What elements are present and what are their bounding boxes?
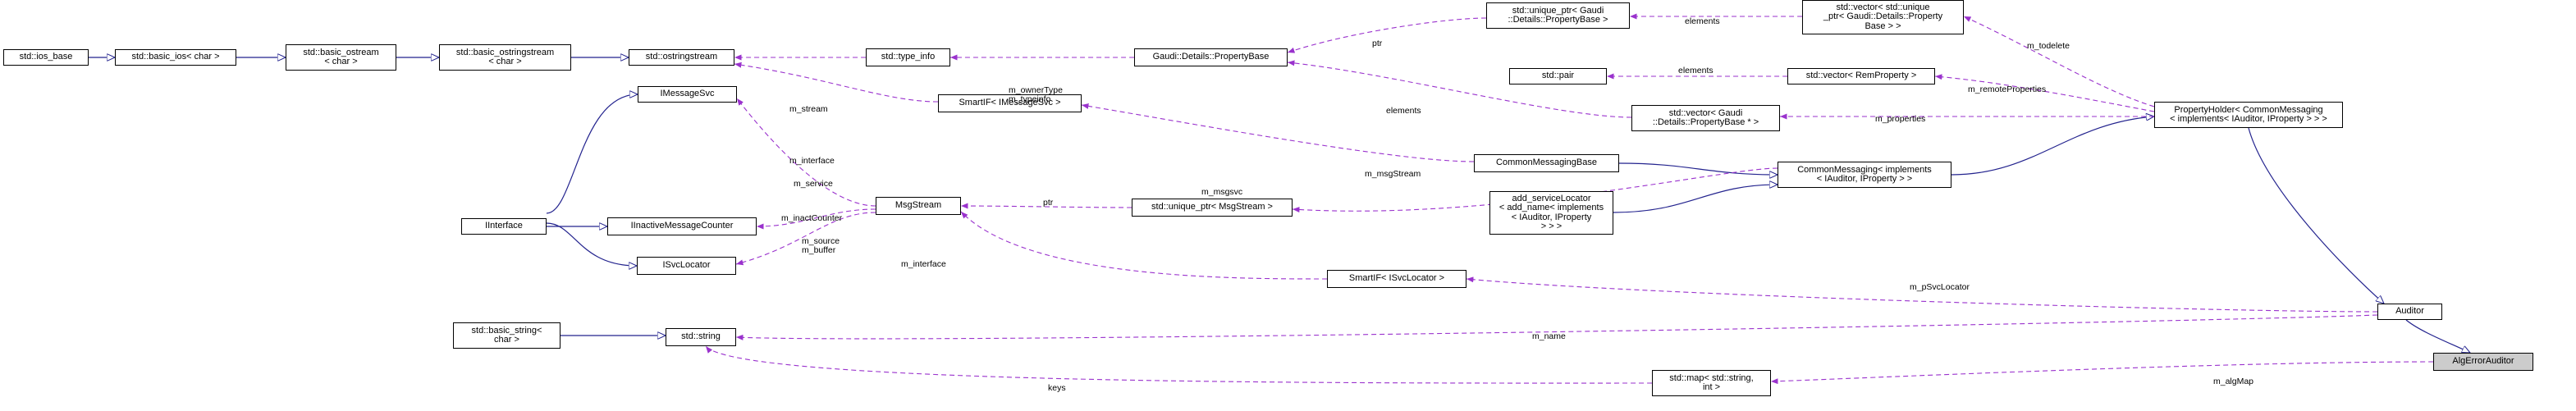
node-smartif-isvclocator[interactable]: SmartIF< ISvcLocator > bbox=[1327, 270, 1466, 288]
node-iinactivemessagecounter[interactable]: IInactiveMessageCounter bbox=[607, 217, 757, 235]
node-propertyholder[interactable]: PropertyHolder< CommonMessaging < implem… bbox=[2154, 102, 2343, 128]
node-msgstream[interactable]: MsgStream bbox=[876, 197, 961, 215]
edge-label-keys: keys bbox=[1048, 383, 1066, 393]
edge-label-m-name: m_name bbox=[1532, 331, 1566, 341]
edge-label-m-remoteproperties: m_remoteProperties bbox=[1968, 84, 2047, 94]
node-unique-ptr-msgstream[interactable]: std::unique_ptr< MsgStream > bbox=[1132, 199, 1293, 217]
edge-label-m-interface-top: m_interface bbox=[789, 156, 835, 166]
node-commonmessagingbase[interactable]: CommonMessagingBase bbox=[1474, 154, 1619, 172]
edge-label-ptr-mid: ptr bbox=[1043, 198, 1054, 208]
edge-label-m-psvclocator: m_pSvcLocator bbox=[1910, 282, 1970, 292]
node-imessagesvc[interactable]: IMessageSvc bbox=[638, 86, 737, 103]
edge-label-m-interface-low: m_interface bbox=[901, 259, 946, 269]
node-algerrorauditor[interactable]: AlgErrorAuditor bbox=[2433, 353, 2533, 371]
node-std-string[interactable]: std::string bbox=[666, 328, 736, 346]
node-ios-base[interactable]: std::ios_base bbox=[3, 49, 89, 66]
node-smartif-imessagesvc[interactable]: SmartIF< IMessageSvc > bbox=[938, 94, 1082, 112]
node-basic-ios-char[interactable]: std::basic_ios< char > bbox=[115, 49, 236, 66]
edge-label-ptr-top: ptr bbox=[1372, 39, 1383, 48]
edge-label-elements-top: elements bbox=[1685, 16, 1720, 26]
edge-label-elements-low: elements bbox=[1386, 106, 1421, 116]
node-basic-string-char[interactable]: std::basic_string< char > bbox=[453, 322, 560, 349]
edge-label-m-todelete: m_todelete bbox=[2027, 41, 2070, 51]
edge-label-m-inactcounter: m_inactCounter bbox=[781, 213, 843, 223]
edge-label-m-service: m_service bbox=[794, 179, 833, 189]
node-ostringstream[interactable]: std::ostringstream bbox=[629, 49, 734, 66]
edge-label-elements-mid: elements bbox=[1678, 66, 1714, 75]
node-commonmessaging[interactable]: CommonMessaging< implements < IAuditor, … bbox=[1778, 162, 1951, 188]
node-vector-remproperty[interactable]: std::vector< RemProperty > bbox=[1787, 68, 1935, 84]
node-unique-ptr-propertybase[interactable]: std::unique_ptr< Gaudi ::Details::Proper… bbox=[1486, 2, 1630, 29]
node-isvclocator[interactable]: ISvcLocator bbox=[637, 257, 736, 275]
edge-label-m-msgstream: m_msgStream bbox=[1365, 169, 1421, 179]
edge-label-m-msgsvc: m_msgsvc bbox=[1201, 187, 1243, 197]
node-add-servicelocator[interactable]: add_serviceLocator < add_name< implement… bbox=[1489, 191, 1613, 235]
node-basic-ostringstream-char[interactable]: std::basic_ostringstream < char > bbox=[439, 44, 571, 71]
node-vector-propertybase-ptr[interactable]: std::vector< Gaudi ::Details::PropertyBa… bbox=[1631, 105, 1780, 131]
node-basic-ostream-char[interactable]: std::basic_ostream < char > bbox=[286, 44, 396, 71]
edge-label-m-properties: m_properties bbox=[1875, 114, 1926, 124]
node-gaudi-details-propertybase[interactable]: Gaudi::Details::PropertyBase bbox=[1134, 48, 1288, 66]
node-std-pair[interactable]: std::pair bbox=[1509, 68, 1607, 84]
edge-label-m-stream: m_stream bbox=[789, 104, 828, 114]
node-type-info[interactable]: std::type_info bbox=[866, 48, 950, 66]
node-iinterface[interactable]: IInterface bbox=[461, 218, 547, 235]
edge-label-m-algmap: m_algMap bbox=[2213, 377, 2254, 386]
edge-label-m-ownertype: m_ownerType m_typeinfo bbox=[1009, 85, 1063, 104]
node-vector-unique-ptr-propertybase[interactable]: std::vector< std::unique _ptr< Gaudi::De… bbox=[1802, 0, 1964, 34]
edge-label-m-source: m_source m_buffer bbox=[802, 236, 840, 255]
node-map-string-int[interactable]: std::map< std::string, int > bbox=[1652, 370, 1771, 396]
node-auditor[interactable]: Auditor bbox=[2377, 304, 2442, 320]
